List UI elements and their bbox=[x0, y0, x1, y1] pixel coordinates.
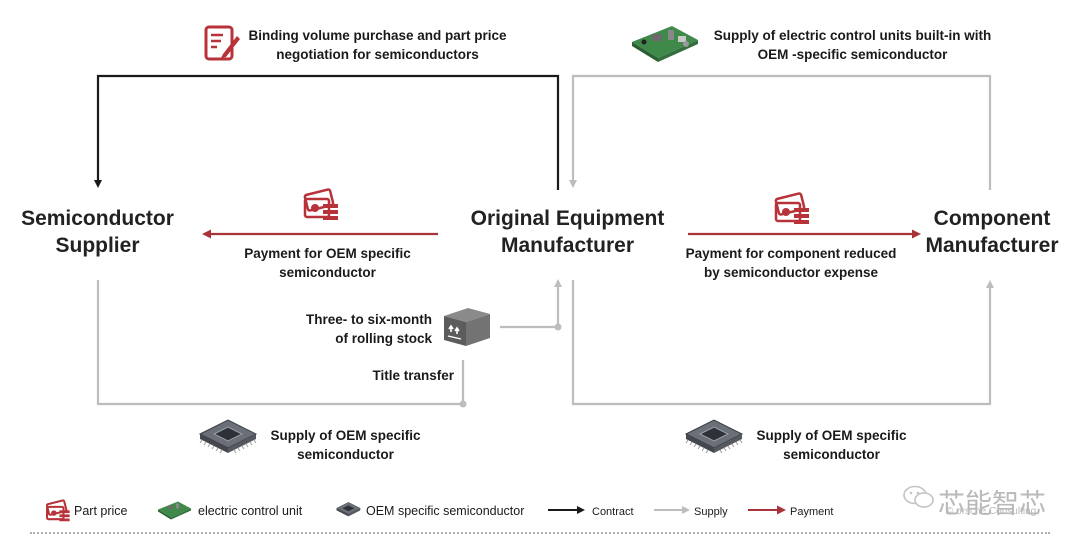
wechat-icon bbox=[903, 485, 934, 508]
footer-divider bbox=[30, 532, 1050, 534]
title-transfer-label: Title transfer bbox=[372, 368, 454, 383]
oem-node: Original Equipment Manufacturer bbox=[470, 207, 665, 257]
semiconductor-supplier-node: Semiconductor Supplier bbox=[21, 207, 174, 257]
component-manufacturer-node: Component Manufacturer bbox=[925, 207, 1059, 257]
legend-supply: Supply bbox=[694, 506, 728, 518]
legend-part-price-icon bbox=[45, 499, 70, 522]
ecu-icon bbox=[632, 26, 698, 62]
legend-part-price: Part price bbox=[74, 504, 128, 518]
part-price-icon bbox=[204, 25, 240, 61]
watermark-brand: 芯能智芯 bbox=[938, 489, 1046, 520]
payment-icon bbox=[303, 188, 338, 220]
watermark-source: © orsche Consulting bbox=[946, 506, 1036, 517]
payment-oem-semi-label: Payment for OEM specific semiconductor bbox=[244, 246, 411, 280]
supply-ecu-label: Supply of electric control units built-i… bbox=[713, 28, 992, 62]
chip-icon bbox=[684, 419, 744, 454]
legend-contract: Contract bbox=[592, 506, 634, 518]
watermark-source-text: orsche Consulting bbox=[956, 506, 1037, 517]
rolling-stock-label: Three- to six-month of rolling stock bbox=[305, 312, 432, 346]
payment-component-label: Payment for component reduced by semicon… bbox=[685, 246, 897, 280]
supply-oem-semi-left-label: Supply of OEM specific semiconductor bbox=[270, 428, 421, 462]
supply-oem-semi-right-label: Supply of OEM specific semiconductor bbox=[756, 428, 907, 462]
legend-payment: Payment bbox=[790, 506, 834, 518]
supply-node-left bbox=[459, 400, 467, 408]
box-icon bbox=[444, 308, 490, 346]
payment-icon bbox=[774, 192, 809, 224]
supply-semi-right-line bbox=[571, 280, 994, 406]
legend-ecu-icon bbox=[158, 501, 191, 520]
legend-chip-icon bbox=[336, 502, 361, 517]
legend-ecu: electric control unit bbox=[198, 504, 303, 518]
legend-oem-semi: OEM specific semiconductor bbox=[366, 504, 525, 518]
supply-ecu-line bbox=[569, 74, 992, 190]
chip-icon bbox=[198, 419, 258, 454]
contract-line bbox=[94, 74, 560, 190]
supply-semi-left-line bbox=[96, 280, 465, 406]
copyright-icon: © bbox=[946, 506, 954, 517]
binding-volume-label: Binding volume purchase and part price n… bbox=[248, 28, 507, 62]
